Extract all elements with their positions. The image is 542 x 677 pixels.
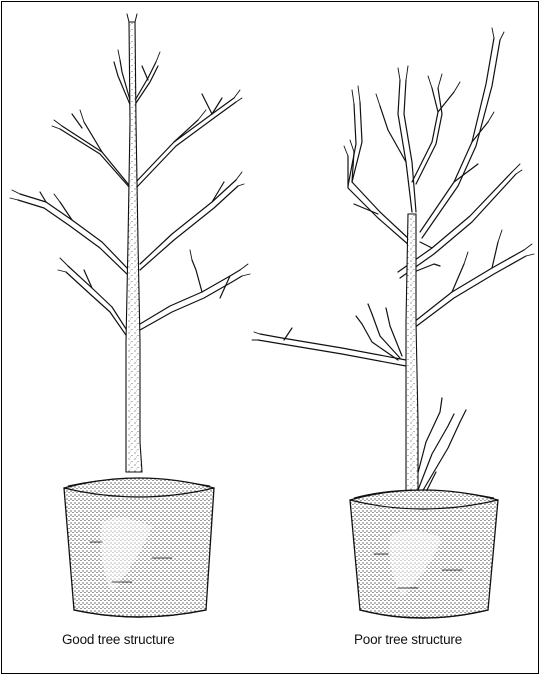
good-tree-caption: Good tree structure <box>62 632 175 647</box>
poor-tree-branches <box>258 38 526 492</box>
poor-tree-twigs <box>252 28 534 340</box>
poor-tree-illustration <box>252 28 534 618</box>
poor-tree-caption: Poor tree structure <box>354 632 462 647</box>
good-tree-trunk <box>126 22 142 472</box>
good-tree-illustration <box>10 14 250 617</box>
poor-tree-trunk <box>406 214 418 492</box>
